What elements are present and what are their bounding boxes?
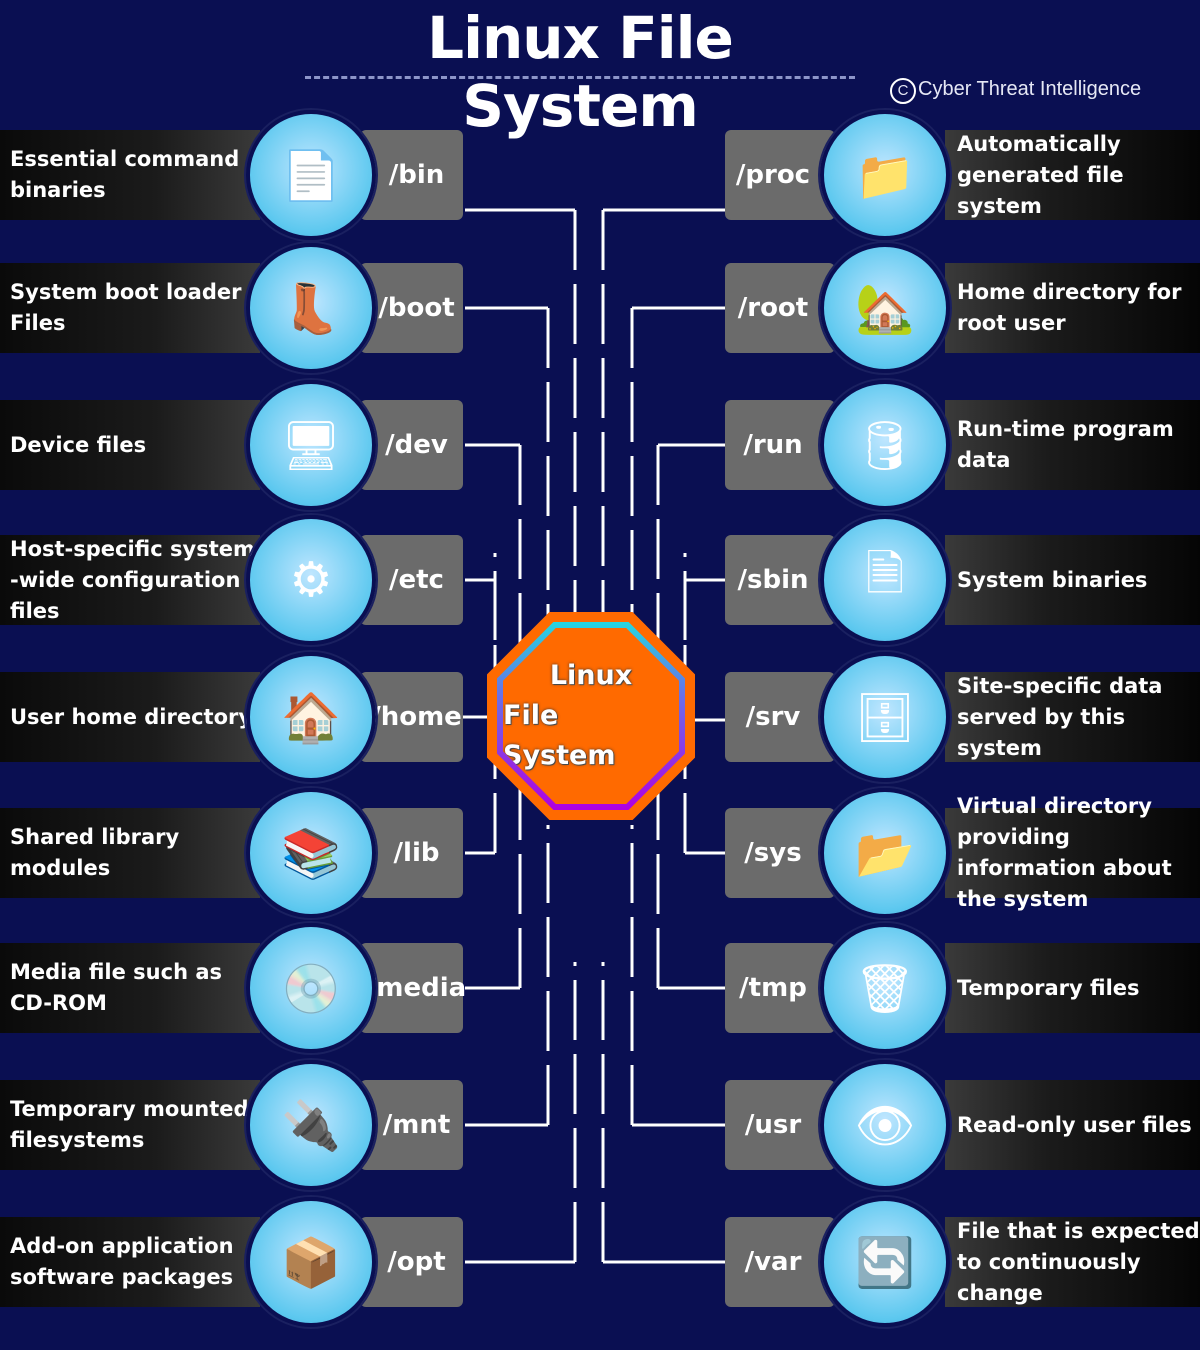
dir-description: Shared library modules bbox=[0, 808, 260, 898]
dir-description: Home directory for root user bbox=[945, 263, 1200, 353]
page-title: Linux File System bbox=[427, 4, 734, 140]
dir-description: Device files bbox=[0, 400, 260, 490]
dir-row-dev: Device files/dev🖥 bbox=[0, 380, 1200, 510]
dir-row-media: Media file such as CD-ROM/media💿 bbox=[0, 923, 1200, 1053]
dir-description: Host-specific system -wide configuration… bbox=[0, 535, 260, 625]
dir-description: Virtual directory providing information … bbox=[945, 794, 1200, 911]
library-bookshelf-icon: 📚 bbox=[246, 788, 376, 918]
dir-row-lib: Shared library modules/lib📚 bbox=[0, 788, 1200, 918]
dir-path-boot: /boot bbox=[360, 263, 463, 353]
dir-path-sys: /sys bbox=[725, 808, 835, 898]
dir-path-etc: /etc bbox=[360, 535, 463, 625]
title-divider bbox=[305, 76, 855, 79]
dir-row-srv: Site-specific data served by this system… bbox=[0, 652, 1200, 782]
exe-gear-file-icon: 🗎 bbox=[820, 515, 950, 645]
credit-text: Cyber Threat Intelligence bbox=[918, 78, 1142, 100]
dir-description: Automatically generated file system bbox=[945, 130, 1200, 220]
folder-tree-icon: 📁 bbox=[820, 110, 950, 240]
dir-path-srv: /srv bbox=[725, 672, 835, 762]
center-label: Linux File System bbox=[503, 628, 679, 804]
dir-row-etc: Host-specific system -wide configuration… bbox=[0, 515, 1200, 645]
dir-row-tmp: Temporary files/tmp🗑 bbox=[0, 923, 1200, 1053]
package-box-icon: 📦 bbox=[246, 1197, 376, 1327]
dir-row-root: Home directory for root user/root🏡 bbox=[0, 243, 1200, 373]
dir-description: Temporary mounted filesystems bbox=[0, 1080, 260, 1170]
dir-row-proc: Automatically generated file system/proc… bbox=[0, 110, 1200, 240]
dir-path-mnt: /mnt bbox=[360, 1080, 463, 1170]
dir-path-media: /media bbox=[360, 943, 466, 1033]
dir-description: Site-specific data served by this system bbox=[945, 672, 1200, 762]
dir-description: System binaries bbox=[945, 535, 1200, 625]
dir-row-home: User home directory/home🏠 bbox=[0, 652, 1200, 782]
dir-path-lib: /lib bbox=[360, 808, 463, 898]
copyright-icon: C bbox=[890, 78, 916, 104]
dir-row-usr: Read-only user files/usr👁 bbox=[0, 1060, 1200, 1190]
dir-description: Media file such as CD-ROM bbox=[0, 943, 260, 1033]
database-stack-icon: 🗄 bbox=[820, 652, 950, 782]
dir-description: Temporary files bbox=[945, 943, 1200, 1033]
documents-refresh-icon: 🔄 bbox=[820, 1197, 950, 1327]
dir-path-dev: /dev bbox=[360, 400, 463, 490]
red-folder-tree-icon: 📂 bbox=[820, 788, 950, 918]
dir-path-run: /run bbox=[725, 400, 835, 490]
dir-path-usr: /usr bbox=[725, 1080, 835, 1170]
usb-drive-icon: 🔌 bbox=[246, 1060, 376, 1190]
config-document-gear-icon: ⚙ bbox=[246, 515, 376, 645]
dir-description: System boot loader Files bbox=[0, 263, 260, 353]
dir-row-sys: Virtual directory providing information … bbox=[0, 788, 1200, 918]
dir-description: Read-only user files bbox=[945, 1080, 1200, 1170]
computer-folder-icon: 🖥 bbox=[246, 380, 376, 510]
dir-row-var: File that is expected to continuously ch… bbox=[0, 1197, 1200, 1327]
dir-row-mnt: Temporary mounted filesystems/mnt🔌 bbox=[0, 1060, 1200, 1190]
folder-eye-icon: 👁 bbox=[820, 1060, 950, 1190]
dir-path-root: /root bbox=[725, 263, 835, 353]
dir-row-sbin: System binaries/sbin🗎 bbox=[0, 515, 1200, 645]
dir-path-bin: /bin bbox=[360, 130, 463, 220]
dir-path-sbin: /sbin bbox=[725, 535, 835, 625]
dir-path-opt: /opt bbox=[360, 1217, 463, 1307]
dir-path-proc: /proc bbox=[725, 130, 835, 220]
dir-row-opt: Add-on application software packages/opt… bbox=[0, 1197, 1200, 1327]
dir-description: Run-time program data bbox=[945, 400, 1200, 490]
center-line-2: File System bbox=[503, 700, 616, 771]
dir-row-boot: System boot loader Files/boot👢 bbox=[0, 243, 1200, 373]
database-cylinder-icon: 🛢 bbox=[820, 380, 950, 510]
house-icon: 🏡 bbox=[820, 243, 950, 373]
dir-path-home: /home bbox=[360, 672, 463, 762]
dir-row-bin: Essential command binaries/bin📄 bbox=[0, 110, 1200, 240]
dir-row-run: Run-time program data/run🛢 bbox=[0, 380, 1200, 510]
center-line-1: Linux bbox=[549, 660, 633, 691]
cowboy-boot-icon: 👢 bbox=[246, 243, 376, 373]
trash-bin-person-icon: 🗑 bbox=[820, 923, 950, 1053]
exe-file-icon: 📄 bbox=[246, 110, 376, 240]
dir-description: File that is expected to continuously ch… bbox=[945, 1217, 1200, 1307]
dir-path-tmp: /tmp bbox=[725, 943, 835, 1033]
dir-path-var: /var bbox=[725, 1217, 835, 1307]
house-heart-icon: 🏠 bbox=[246, 652, 376, 782]
dir-description: Add-on application software packages bbox=[0, 1217, 260, 1307]
cd-rom-drive-icon: 💿 bbox=[246, 923, 376, 1053]
dir-description: Essential command binaries bbox=[0, 130, 260, 220]
dir-description: User home directory bbox=[0, 672, 260, 762]
